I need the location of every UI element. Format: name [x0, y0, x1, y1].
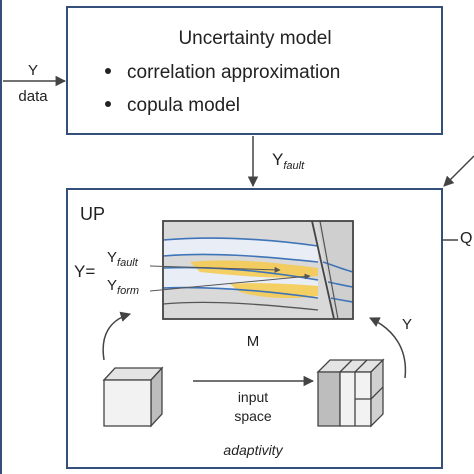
input-space-label-line2: space — [234, 408, 272, 424]
y-form-pointer — [149, 273, 311, 292]
input-space-label-line1: input — [238, 389, 268, 405]
left-curved-arrow — [102, 311, 132, 361]
uncertainty-model-box — [66, 6, 443, 135]
uncertainty-model-title: Uncertainty model — [178, 28, 331, 49]
y-fault-pointer — [149, 265, 281, 273]
right-curved-arrow — [369, 317, 407, 379]
y-form-label: Yform — [107, 277, 140, 297]
bullet-correlation-approximation: correlation approximation — [127, 62, 340, 83]
y-equals-label: Y= — [74, 262, 96, 281]
adaptivity-label: adaptivity — [223, 442, 283, 458]
bullet-dot-2 — [105, 101, 111, 107]
diagonal-arrow — [443, 155, 474, 187]
data-arrow-label-data: data — [18, 88, 48, 105]
y-fault-down-subscript: fault — [283, 160, 305, 172]
up-box-title: UP — [80, 204, 105, 224]
y-fault-down-label: Yfault — [272, 150, 305, 172]
y-fault-label: Yfault — [107, 249, 138, 269]
model-label-m: M — [247, 333, 260, 350]
partitioned-cube-right — [316, 358, 385, 428]
data-arrow-label-y: Y — [28, 62, 38, 79]
y-fault-down-symbol: Y — [272, 150, 284, 169]
geological-model-frame — [162, 220, 354, 320]
q-label: Q — [460, 230, 473, 247]
geological-model — [163, 221, 353, 319]
y-fault-subscript: fault — [117, 257, 138, 269]
bullet-copula-model: copula model — [127, 95, 240, 116]
bullet-dot-1 — [105, 68, 111, 74]
y-form-subscript: form — [117, 285, 140, 297]
y-fault-symbol: Y — [107, 249, 118, 266]
input-cube-left — [102, 366, 164, 428]
y-return-label: Y — [402, 316, 412, 333]
y-form-symbol: Y — [107, 277, 118, 294]
